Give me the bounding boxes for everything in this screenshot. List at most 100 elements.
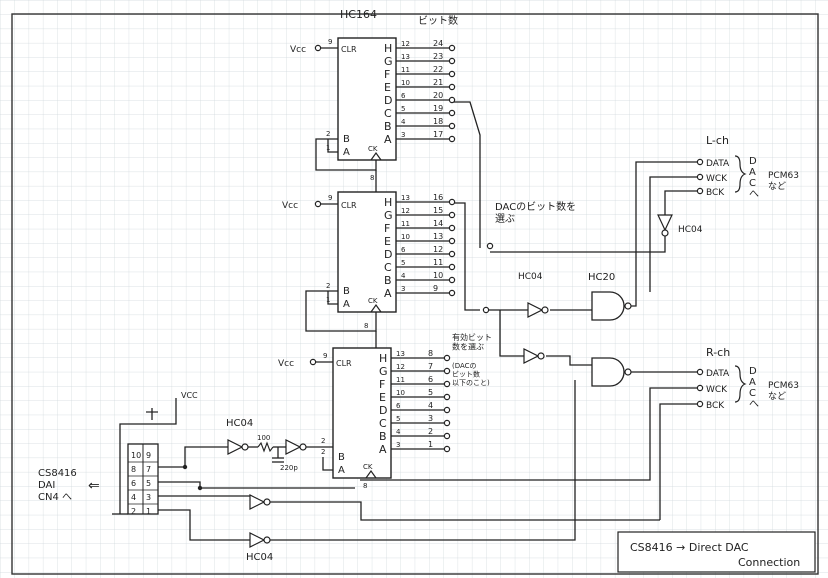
components	[112, 37, 816, 573]
bit-number: 1	[428, 440, 433, 449]
clr-terminal	[314, 44, 322, 52]
reg1-a-tie	[327, 139, 338, 153]
reg2-a-tie	[327, 291, 338, 305]
bit-number: 19	[433, 104, 443, 113]
pin-number: 5	[401, 105, 405, 113]
output-pin-e-1: E	[384, 81, 391, 94]
pin-number: 6	[401, 246, 406, 254]
connector-data-out	[158, 481, 355, 489]
dac-select-terminal	[486, 242, 494, 250]
hc20-label: HC20	[588, 272, 615, 283]
bottom-feed	[270, 380, 576, 541]
bit-terminal	[448, 44, 456, 52]
lch-terminal-bck	[696, 187, 704, 195]
shift-register-2	[337, 191, 397, 313]
bit-number: 13	[433, 232, 443, 241]
lch-terminal-data	[696, 158, 704, 166]
pin-number: 11	[401, 66, 410, 74]
connector-pin: 9	[146, 451, 151, 460]
pcm63-label-r: PCM63	[768, 381, 799, 391]
valid-bitsel-note: 数を選ぶ	[452, 342, 484, 352]
chip-name-hc164: HC164	[340, 8, 377, 21]
valid-select-terminal	[482, 306, 490, 314]
bit-terminal	[448, 263, 456, 271]
pin-number: 5	[396, 415, 400, 423]
output-pin-a-1: A	[384, 133, 392, 146]
rch-bck-label: BCK	[706, 401, 725, 411]
connector-pin: 7	[146, 465, 151, 474]
input-b-label: B	[338, 452, 345, 463]
bit-number: 12	[433, 245, 443, 254]
output-pin-h-2: H	[384, 196, 392, 209]
bit-number: 14	[433, 219, 443, 228]
bit-terminal	[443, 367, 451, 375]
output-pin-c-2: C	[384, 261, 392, 274]
connector-pin: 8	[131, 465, 136, 474]
bit-terminal	[448, 57, 456, 65]
clr-pin-number: 9	[328, 194, 332, 202]
clr-terminal	[309, 358, 317, 366]
capacitor-value: 220p	[280, 464, 298, 472]
title-line-2: Connection	[738, 556, 800, 569]
connector-pin: 2	[131, 507, 136, 516]
dac-letter: へ	[749, 189, 759, 200]
ck-pin: 8	[370, 174, 374, 182]
bit-number: 17	[433, 130, 443, 139]
rch-terminal-wck	[696, 384, 704, 392]
resistor	[257, 441, 274, 453]
dac-letter: D	[749, 156, 757, 167]
bck-inverter-bubble	[661, 229, 669, 237]
bit-number: 10	[433, 271, 443, 280]
lch-data-wire	[631, 161, 697, 307]
ck-label: CK	[368, 297, 378, 305]
bck-feed	[490, 236, 666, 253]
bit-number: 9	[433, 284, 438, 293]
bit-number: 23	[433, 52, 443, 61]
inverter-r	[523, 348, 540, 364]
connector-pin: 10	[131, 451, 141, 460]
pin-number: 10	[396, 389, 405, 397]
bit-number: 7	[428, 362, 433, 371]
pcm63-label-l: PCM63	[768, 171, 799, 181]
nand-r-in	[546, 355, 592, 366]
bit-terminal	[448, 109, 456, 117]
shift-register-1	[337, 37, 397, 161]
pin-number: 4	[401, 118, 406, 126]
clr-pin-number: 9	[323, 352, 327, 360]
pin-2: 2	[326, 282, 330, 290]
pcm63-label-r: など	[768, 391, 786, 402]
vcc-label-1: Vcc	[290, 45, 306, 55]
dac-bitsel-note: 選ぶ	[495, 212, 515, 225]
pin-2: 2	[321, 448, 325, 456]
bit-count-heading: ビット数	[418, 14, 458, 27]
vcc-label-3: Vcc	[278, 359, 294, 369]
output-pin-a-2: A	[384, 287, 392, 300]
bit-terminal	[448, 198, 456, 206]
output-pin-f-3: F	[379, 378, 385, 391]
bit-number: 22	[433, 65, 443, 74]
rch-wck-wire	[360, 387, 697, 481]
pin-number: 6	[401, 92, 406, 100]
shift-register-3	[332, 347, 392, 479]
bit-terminal	[448, 250, 456, 258]
arrow-glyph: ⇐	[88, 478, 100, 494]
junction	[182, 464, 188, 470]
ck-pin: 8	[363, 482, 367, 490]
inverter-bubble	[541, 306, 549, 314]
dac-letter: C	[749, 388, 756, 399]
title-line-1: CS8416 → Direct DAC	[630, 541, 749, 554]
rch-terminal-data	[696, 368, 704, 376]
bit-terminal	[448, 70, 456, 78]
bit-terminal	[448, 135, 456, 143]
rch-heading: R-ch	[706, 346, 730, 359]
bit-number: 5	[428, 388, 433, 397]
pin-number: 12	[401, 40, 410, 48]
clr-terminal	[314, 200, 322, 208]
bit-number: 21	[433, 78, 443, 87]
bit-terminal	[448, 122, 456, 130]
pin-number: 3	[401, 285, 405, 293]
reg1-ab-loop	[315, 138, 377, 171]
pin-number: 13	[396, 350, 405, 358]
valid-bitsel-note: 有効ビット	[452, 332, 492, 342]
